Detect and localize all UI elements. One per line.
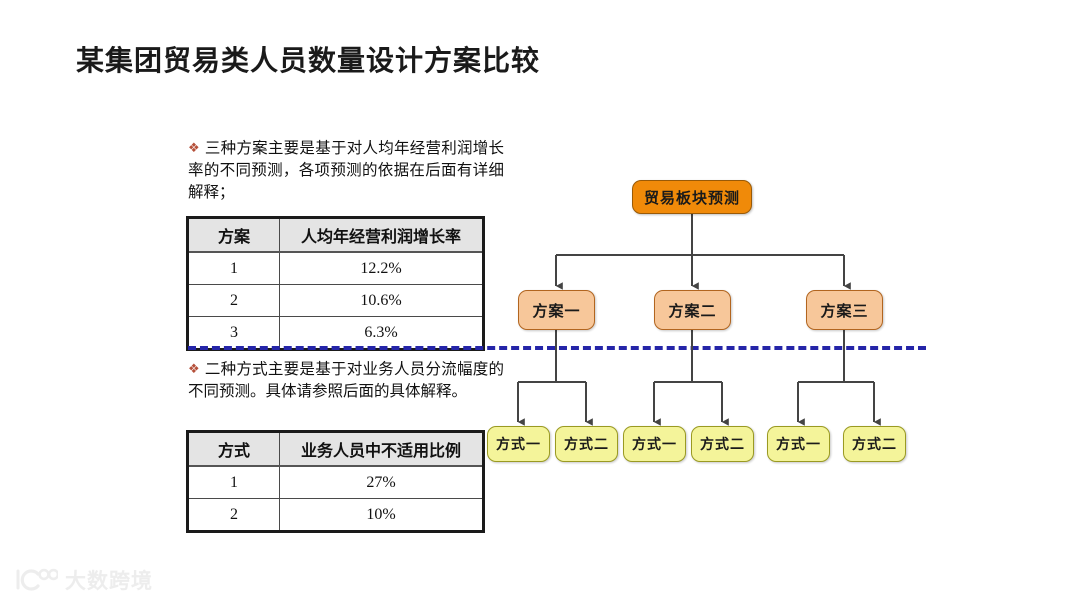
watermark-text: 大数跨境 xyxy=(65,570,153,593)
org-node-mode-4-label: 方式二 xyxy=(700,436,745,452)
org-node-mode-3-label: 方式一 xyxy=(632,436,677,452)
table1-r2-c1: 6.3% xyxy=(279,316,484,350)
table1-r0-c0: 1 xyxy=(187,251,280,285)
mode-ratio-table: 方式 业务人员中不适用比例 1 27% 2 10% xyxy=(186,430,485,533)
page-title: 某集团贸易类人员数量设计方案比较 xyxy=(76,45,541,76)
bullet-paragraph-1: ❖三种方案主要是基于对人均年经营利润增长率的不同预测，各项预测的依据在后面有详细… xyxy=(188,138,504,204)
table-header-row: 方案 人均年经营利润增长率 xyxy=(187,217,484,253)
table1-header-plan: 方案 xyxy=(187,217,280,253)
table-row: 2 10% xyxy=(187,498,484,532)
org-chart-connectors xyxy=(517,213,881,426)
org-chart: 贸易板块预测 方案一 方案二 方案三 方式一 方式二 方式一 方式二 方式一 方… xyxy=(470,160,950,490)
bullet-text-2: 二种方式主要是基于对业务人员分流幅度的不同预测。具体请参照后面的具体解释。 xyxy=(188,361,504,400)
org-node-mode-2-label: 方式二 xyxy=(564,436,609,452)
watermark-logo-icon xyxy=(16,568,58,591)
plan-growth-table: 方案 人均年经营利润增长率 1 12.2% 2 10.6% 3 6.3% xyxy=(186,216,485,351)
diamond-bullet-icon: ❖ xyxy=(188,140,200,155)
table-row: 2 10.6% xyxy=(187,284,484,317)
table-row: 1 27% xyxy=(187,465,484,499)
table2-header-mode: 方式 xyxy=(187,431,280,467)
org-node-plan-1-label: 方案一 xyxy=(532,302,581,320)
org-node-mode-3[interactable]: 方式一 xyxy=(623,426,686,462)
diamond-bullet-icon: ❖ xyxy=(188,361,200,376)
table-row: 3 6.3% xyxy=(187,316,484,350)
table1-r2-c0: 3 xyxy=(187,316,280,350)
org-node-mode-1[interactable]: 方式一 xyxy=(487,426,550,462)
org-node-root[interactable]: 贸易板块预测 xyxy=(632,180,752,214)
table-header-row: 方式 业务人员中不适用比例 xyxy=(187,431,484,467)
table2-header-ratio: 业务人员中不适用比例 xyxy=(279,431,484,467)
table2-r0-c1: 27% xyxy=(279,465,484,499)
bullet-text-1: 三种方案主要是基于对人均年经营利润增长率的不同预测，各项预测的依据在后面有详细解… xyxy=(188,140,504,201)
org-node-root-label: 贸易板块预测 xyxy=(643,189,740,207)
org-node-mode-5[interactable]: 方式一 xyxy=(767,426,830,462)
org-node-mode-6[interactable]: 方式二 xyxy=(843,426,906,462)
org-node-plan-2-label: 方案二 xyxy=(668,302,717,320)
watermark: 大数跨境 xyxy=(12,565,153,595)
org-node-plan-1[interactable]: 方案一 xyxy=(518,290,595,330)
org-node-plan-3-label: 方案三 xyxy=(820,302,869,320)
org-node-mode-2[interactable]: 方式二 xyxy=(555,426,618,462)
org-node-plan-3[interactable]: 方案三 xyxy=(806,290,883,330)
table2-r1-c0: 2 xyxy=(187,498,280,532)
org-node-plan-2[interactable]: 方案二 xyxy=(654,290,731,330)
org-node-mode-6-label: 方式二 xyxy=(852,436,897,452)
table1-r1-c1: 10.6% xyxy=(279,284,484,317)
table1-r0-c1: 12.2% xyxy=(279,251,484,285)
table1-header-growth: 人均年经营利润增长率 xyxy=(279,217,484,253)
org-node-mode-5-label: 方式一 xyxy=(776,436,821,452)
bullet-paragraph-2: ❖二种方式主要是基于对业务人员分流幅度的不同预测。具体请参照后面的具体解释。 xyxy=(188,359,504,403)
org-node-mode-4[interactable]: 方式二 xyxy=(691,426,754,462)
table2-r1-c1: 10% xyxy=(279,498,484,532)
table1-r1-c0: 2 xyxy=(187,284,280,317)
org-node-mode-1-label: 方式一 xyxy=(496,436,541,452)
table-row: 1 12.2% xyxy=(187,251,484,285)
table2-r0-c0: 1 xyxy=(187,465,280,499)
